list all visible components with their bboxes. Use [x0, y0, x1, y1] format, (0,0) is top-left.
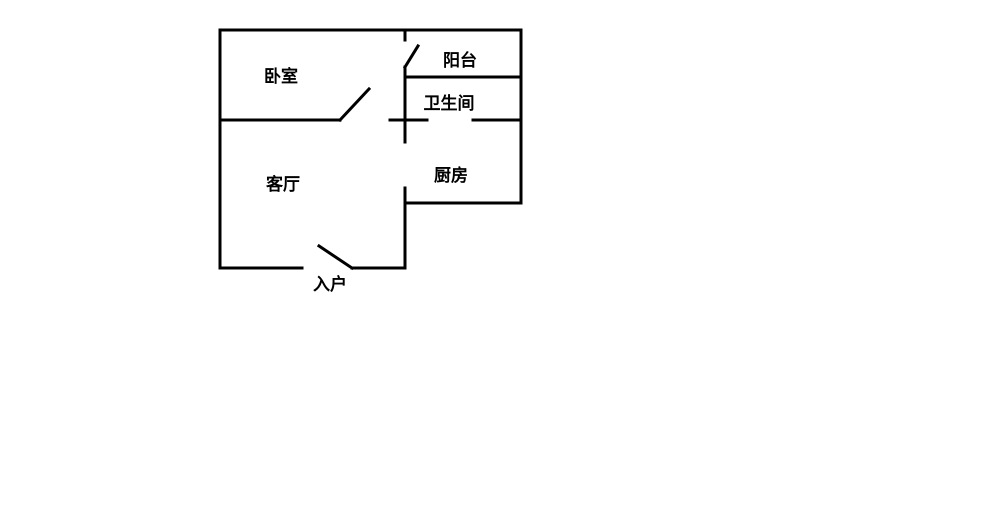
doors — [316, 43, 421, 271]
bedroom-label: 卧室 — [264, 66, 298, 87]
bathroom-label: 卫生间 — [424, 93, 475, 114]
balcony-door — [402, 43, 421, 70]
walls — [218, 28, 523, 270]
living-room-label: 客厅 — [265, 174, 300, 195]
balcony-label: 阳台 — [443, 50, 477, 71]
entrance-door — [316, 243, 355, 271]
bedroom-door — [337, 86, 372, 123]
entrance-label: 入户 — [313, 274, 347, 295]
kitchen-label: 厨房 — [434, 165, 468, 186]
